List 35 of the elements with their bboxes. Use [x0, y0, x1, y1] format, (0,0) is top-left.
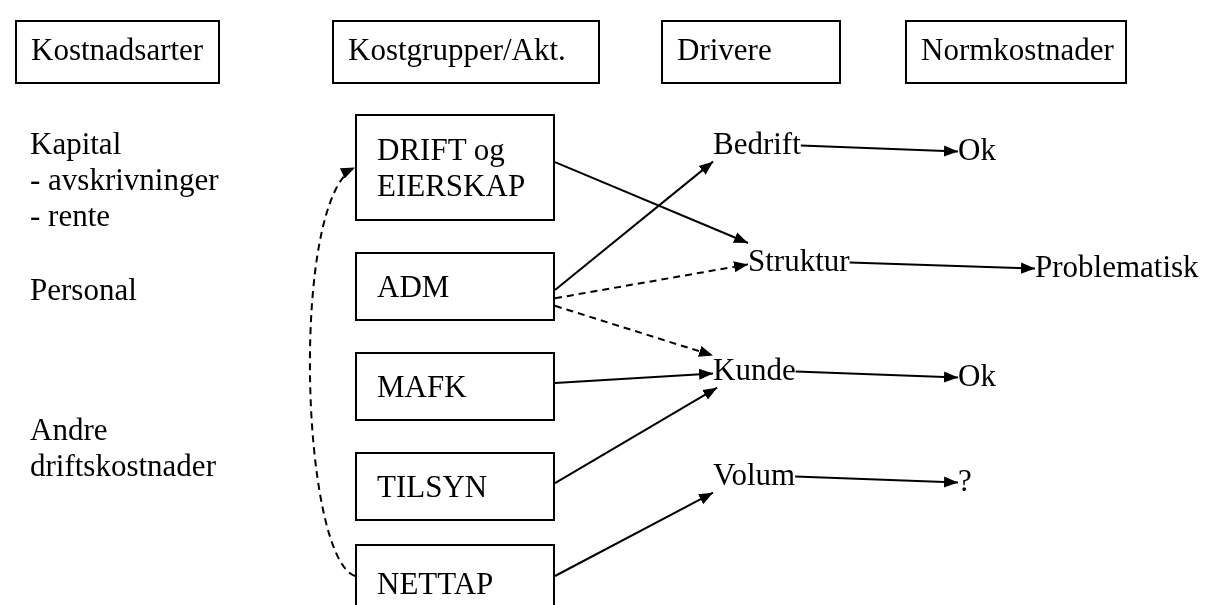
header-box: Kostgrupper/Akt.: [332, 20, 600, 84]
driver-text: Bedrift: [713, 126, 801, 162]
driver-text: Kunde: [713, 352, 796, 388]
arrow: [799, 144, 959, 157]
driver-text: ?: [958, 463, 972, 499]
driver-text: Ok: [958, 358, 996, 394]
header-box: Drivere: [661, 20, 841, 84]
arrow: [554, 161, 749, 244]
cost-type-label: - rente: [30, 198, 111, 234]
arrow: [554, 304, 714, 357]
arrow: [794, 370, 959, 383]
arrow: [554, 368, 714, 385]
arrow: [554, 160, 714, 291]
process-box: DRIFT og EIERSKAP: [355, 114, 555, 221]
cost-type-label: Andre: [30, 412, 108, 448]
driver-text: Ok: [958, 132, 996, 168]
cost-type-label: Kapital: [30, 126, 122, 162]
arrow: [848, 261, 1036, 274]
arrow: [554, 491, 714, 577]
cost-type-label: driftskostnader: [30, 448, 216, 484]
arrow: [309, 166, 356, 577]
header-box: Kostnadsarter: [15, 20, 220, 84]
arrow: [554, 261, 749, 300]
driver-text: Volum: [713, 457, 796, 493]
process-box: NETTAP: [355, 544, 555, 605]
header-box: Normkostnader: [905, 20, 1127, 84]
driver-text: Struktur: [748, 243, 850, 279]
process-box: TILSYN: [355, 452, 555, 521]
cost-type-label: Personal: [30, 272, 137, 308]
process-box: ADM: [355, 252, 555, 321]
arrow: [794, 475, 959, 488]
cost-type-label: - avskrivninger: [30, 162, 219, 198]
arrow: [554, 386, 719, 485]
process-box: MAFK: [355, 352, 555, 421]
driver-text: Problematisk: [1035, 249, 1199, 285]
